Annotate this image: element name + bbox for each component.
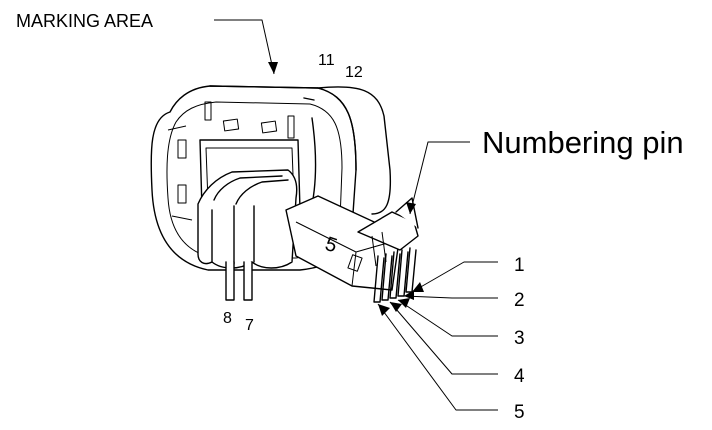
leader-pin-1	[411, 261, 498, 293]
leader-marking-area	[214, 19, 275, 75]
label-pin-5: 5	[514, 402, 525, 423]
leader-pin-5	[377, 303, 498, 411]
arrowheads	[268, 62, 424, 316]
label-pin-4: 4	[514, 366, 525, 387]
label-pin-7: 7	[245, 317, 254, 334]
label-pin-8: 8	[223, 310, 232, 327]
label-pin-12: 12	[345, 64, 363, 81]
leader-numbering-pin	[409, 141, 470, 215]
label-pin-3: 3	[514, 328, 525, 349]
pins-8-7	[225, 261, 253, 301]
label-numbering-pin: Numbering pin	[482, 125, 684, 160]
pins-1-5	[373, 247, 417, 303]
leader-pin-3	[397, 299, 498, 337]
leader-pin-2	[403, 295, 498, 299]
leader-lines	[214, 19, 498, 411]
label-pin-1: 1	[514, 255, 525, 276]
marking-ribs	[167, 101, 295, 221]
label-pin-11: 11	[318, 52, 335, 69]
leader-pin-4	[389, 301, 498, 375]
label-pin-2: 2	[514, 290, 525, 311]
front-housing: 5	[285, 195, 419, 291]
wire-bundle	[197, 169, 298, 269]
label-marking-area: MARKING AREA	[16, 11, 153, 31]
